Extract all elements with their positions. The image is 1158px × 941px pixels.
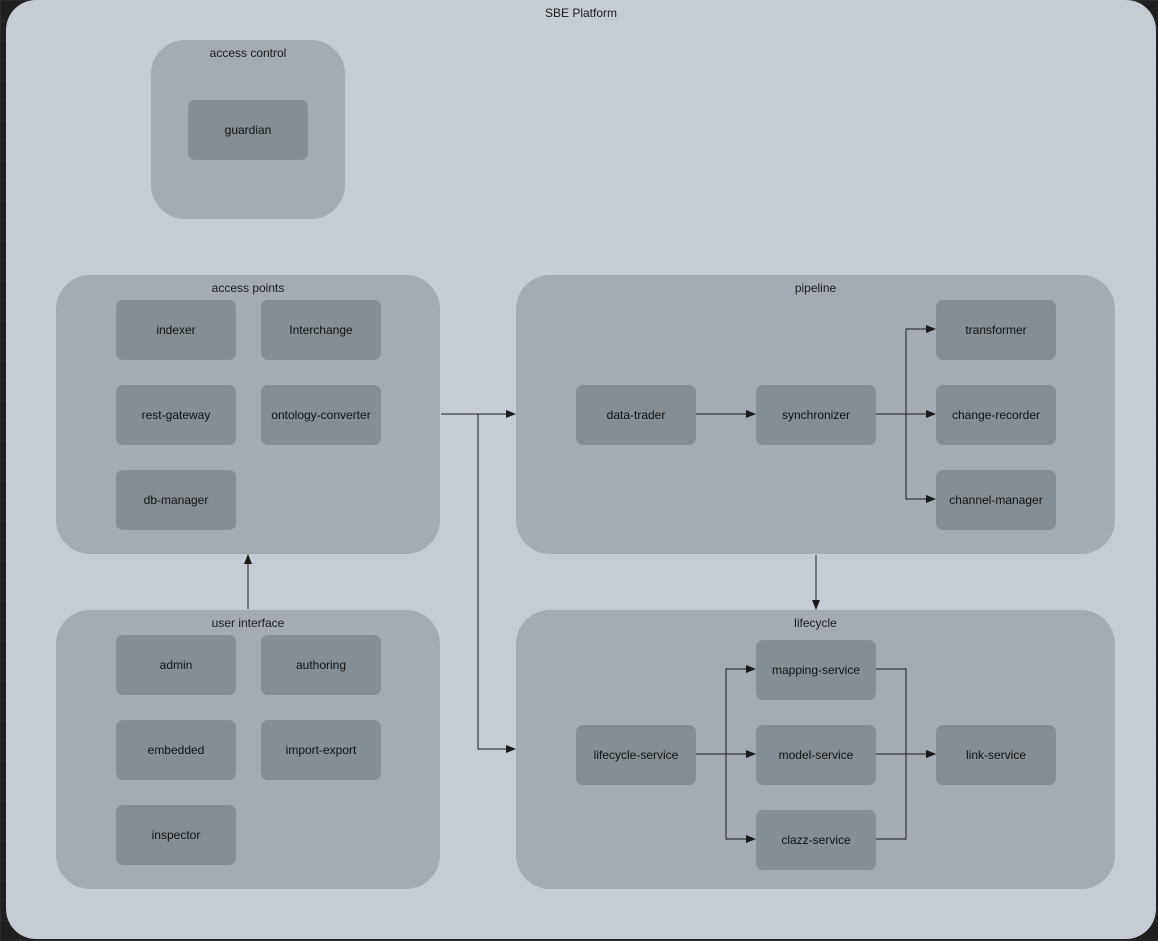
node-rest-gateway[interactable]: rest-gateway xyxy=(116,385,236,445)
node-ontology-converter[interactable]: ontology-converter xyxy=(261,385,381,445)
node-import-export[interactable]: import-export xyxy=(261,720,381,780)
node-lifecycle-service[interactable]: lifecycle-service xyxy=(576,725,696,785)
group-title-access-points: access points xyxy=(211,281,285,295)
node-guardian[interactable]: guardian xyxy=(188,100,308,160)
node-link-service[interactable]: link-service xyxy=(936,725,1056,785)
group-access-control[interactable]: access control guardian xyxy=(151,40,345,219)
node-model-service[interactable]: model-service xyxy=(756,725,876,785)
node-inspector[interactable]: inspector xyxy=(116,805,236,865)
group-lifecycle[interactable]: lifecycle lifecycle-service mapping-serv… xyxy=(516,610,1115,889)
node-transformer[interactable]: transformer xyxy=(936,300,1056,360)
group-title-access-control: access control xyxy=(209,46,287,60)
node-authoring[interactable]: authoring xyxy=(261,635,381,695)
node-admin[interactable]: admin xyxy=(116,635,236,695)
group-access-points[interactable]: access points indexer Interchange rest-g… xyxy=(56,275,440,554)
group-title-pipeline: pipeline xyxy=(794,281,837,295)
node-db-manager[interactable]: db-manager xyxy=(116,470,236,530)
group-title-user-interface: user interface xyxy=(211,616,285,630)
node-mapping-service[interactable]: mapping-service xyxy=(756,640,876,700)
node-interchange[interactable]: Interchange xyxy=(261,300,381,360)
group-user-interface[interactable]: user interface admin authoring embedded … xyxy=(56,610,440,889)
platform-title: SBE Platform xyxy=(544,6,618,20)
node-embedded[interactable]: embedded xyxy=(116,720,236,780)
node-synchronizer[interactable]: synchronizer xyxy=(756,385,876,445)
group-pipeline[interactable]: pipeline data-trader synchronizer transf… xyxy=(516,275,1115,554)
node-change-recorder[interactable]: change-recorder xyxy=(936,385,1056,445)
node-channel-manager[interactable]: channel-manager xyxy=(936,470,1056,530)
node-indexer[interactable]: indexer xyxy=(116,300,236,360)
group-title-lifecycle: lifecycle xyxy=(794,616,837,630)
node-clazz-service[interactable]: clazz-service xyxy=(756,810,876,870)
node-data-trader[interactable]: data-trader xyxy=(576,385,696,445)
